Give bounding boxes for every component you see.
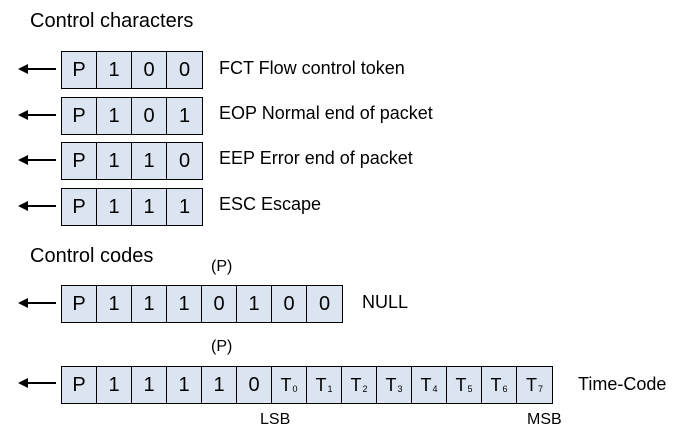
bit-cell: 1 [167, 286, 202, 322]
bit-cell: 0 [132, 98, 167, 134]
null-bit-row: P 1 1 1 0 1 0 0 [61, 285, 343, 323]
esc-bit-row: P 1 1 1 [61, 188, 203, 226]
bit-cell: 0 [202, 286, 237, 322]
eop-label: EOP Normal end of packet [219, 103, 433, 123]
left-arrow-icon [18, 155, 56, 165]
bit-cell: 1 [132, 367, 167, 403]
time-code-label: Time-Code [578, 374, 667, 394]
bit-cell: 1 [167, 367, 202, 403]
bit-cell: 0 [318, 292, 331, 315]
bit-cell: 1 [97, 143, 132, 179]
left-arrow-icon [18, 64, 56, 74]
bit-cell: P [62, 286, 97, 322]
bit-cell: 0 [178, 58, 191, 81]
bit-cell: 1 [97, 52, 132, 88]
bit-cell: 1 [97, 189, 132, 225]
left-arrow-icon [18, 201, 56, 211]
bit-cell: P [62, 52, 97, 88]
null-label: NULL [362, 292, 409, 312]
bit-cell: 1 [178, 195, 191, 218]
time-code-parity-marker: (P) [211, 338, 233, 355]
bit-cell: 0 [132, 52, 167, 88]
esc-label: ESC Escape [219, 194, 322, 214]
eep-label: EEP Error end of packet [219, 148, 413, 168]
bit-cell: 1 [97, 98, 132, 134]
bit-cell: P [62, 98, 97, 134]
left-arrow-icon [18, 110, 56, 120]
bit-cell: 1 [202, 367, 237, 403]
bit-cell: 1 [97, 367, 132, 403]
fct-label: FCT Flow control token [219, 58, 405, 78]
bit-cell: 1 [237, 286, 272, 322]
bit-cell: 0 [178, 149, 191, 172]
control-codes-heading: Control codes [30, 245, 154, 267]
bit-cell: 0 [272, 286, 307, 322]
bit-cell: 1 [178, 104, 191, 127]
eep-bit-row: P 1 1 0 [61, 142, 203, 180]
null-parity-marker: (P) [211, 258, 233, 275]
bit-cell: 0 [237, 367, 272, 403]
lsb-label: LSB [260, 411, 291, 428]
bit-cell: 1 [132, 286, 167, 322]
bit-cell: 1 [132, 143, 167, 179]
bit-cell: P [62, 367, 97, 403]
eop-bit-row: P 1 0 1 [61, 97, 203, 135]
left-arrow-icon [18, 298, 56, 308]
bit-cell: 1 [132, 189, 167, 225]
msb-label: MSB [527, 411, 562, 428]
fct-bit-row: P 1 0 0 [61, 51, 203, 89]
bit-cell: P [62, 189, 97, 225]
bit-cell: P [62, 143, 97, 179]
control-characters-heading: Control characters [30, 10, 194, 32]
bit-cell: 1 [97, 286, 132, 322]
left-arrow-icon [18, 378, 56, 388]
